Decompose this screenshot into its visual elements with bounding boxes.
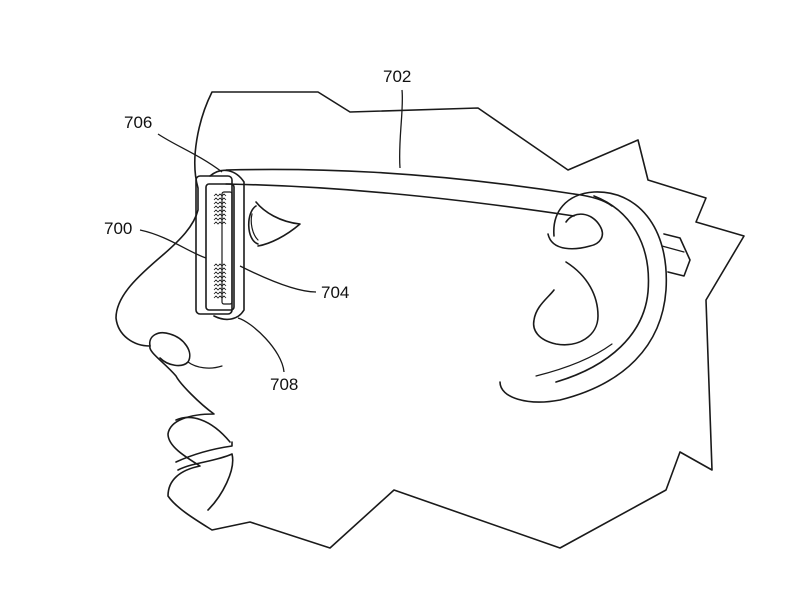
ear-tragus (532, 261, 599, 346)
display-pattern-mark (213, 291, 227, 295)
leader-708 (237, 317, 285, 373)
ear-inner (547, 213, 604, 250)
display-pattern-mark (213, 283, 227, 287)
display-pattern-mark (213, 217, 227, 221)
eyelid (250, 213, 259, 241)
display-pattern-mark (213, 197, 227, 201)
leader-704 (239, 265, 317, 293)
eye-outer (255, 201, 301, 247)
display-pattern-mark (213, 267, 227, 271)
device-frame-arc (209, 169, 245, 321)
ear-band-strip (661, 245, 685, 253)
display-pattern-mark (213, 287, 227, 291)
leader-706 (157, 133, 223, 173)
ear-outer (499, 191, 668, 403)
strap-end (573, 193, 613, 207)
display-pattern-mark (213, 205, 227, 209)
mouth-line (175, 441, 233, 463)
label-700: 700 (104, 219, 132, 238)
device-frame-outer (195, 175, 233, 315)
eye-iris (247, 205, 259, 245)
display-pattern (213, 193, 227, 299)
nostril (148, 331, 191, 367)
label-702: 702 (383, 67, 411, 86)
display-pattern-mark (213, 201, 227, 205)
leader-700 (139, 229, 207, 259)
upper-lip (175, 416, 231, 443)
display-pattern-mark (213, 295, 227, 299)
head-outline (115, 91, 745, 549)
leader-702 (398, 89, 404, 169)
label-708: 708 (270, 375, 298, 394)
label-706: 706 (124, 113, 152, 132)
display-pattern-mark (213, 279, 227, 283)
display-pattern-mark (213, 275, 227, 279)
headset-strap (225, 168, 575, 195)
display-pattern-mark (213, 221, 227, 225)
display-pattern-mark (213, 271, 227, 275)
display-pattern-mark (213, 263, 227, 267)
ear-lobe-line (535, 343, 613, 377)
lower-lip (177, 453, 234, 511)
ear-helix (555, 195, 650, 383)
display-pattern-mark (213, 213, 227, 217)
display-pattern-mark (213, 209, 227, 213)
label-704: 704 (321, 283, 349, 302)
display-pattern-mark (213, 193, 227, 197)
display-panel (221, 191, 233, 305)
headset-strap-lower (225, 183, 575, 217)
device-panel (205, 183, 235, 311)
nose-wing (187, 361, 223, 369)
ear-band (663, 233, 691, 277)
